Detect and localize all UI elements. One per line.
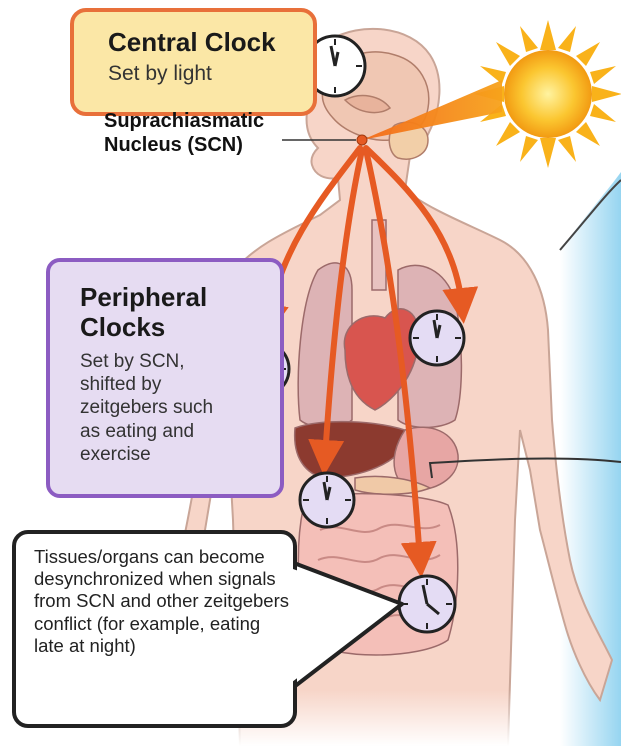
liver-clock-icon <box>300 473 354 527</box>
peripheral-clocks-description: Set by SCN, shifted by zeitgebers such a… <box>80 350 230 466</box>
lung-clock-icon <box>410 311 464 365</box>
central-clock-title: Central Clock <box>108 28 276 58</box>
scn-label: Suprachiasmatic Nucleus (SCN) <box>104 109 304 158</box>
desynchronization-text: Tissues/organs can become desynchronized… <box>34 546 292 657</box>
peripheral-clocks-title: Peripheral Clocks <box>80 283 250 343</box>
central-clock-subtitle: Set by light <box>108 62 212 86</box>
intestine-clock-icon <box>399 576 455 632</box>
sun-disk <box>504 50 592 138</box>
scn-dot <box>357 135 367 145</box>
